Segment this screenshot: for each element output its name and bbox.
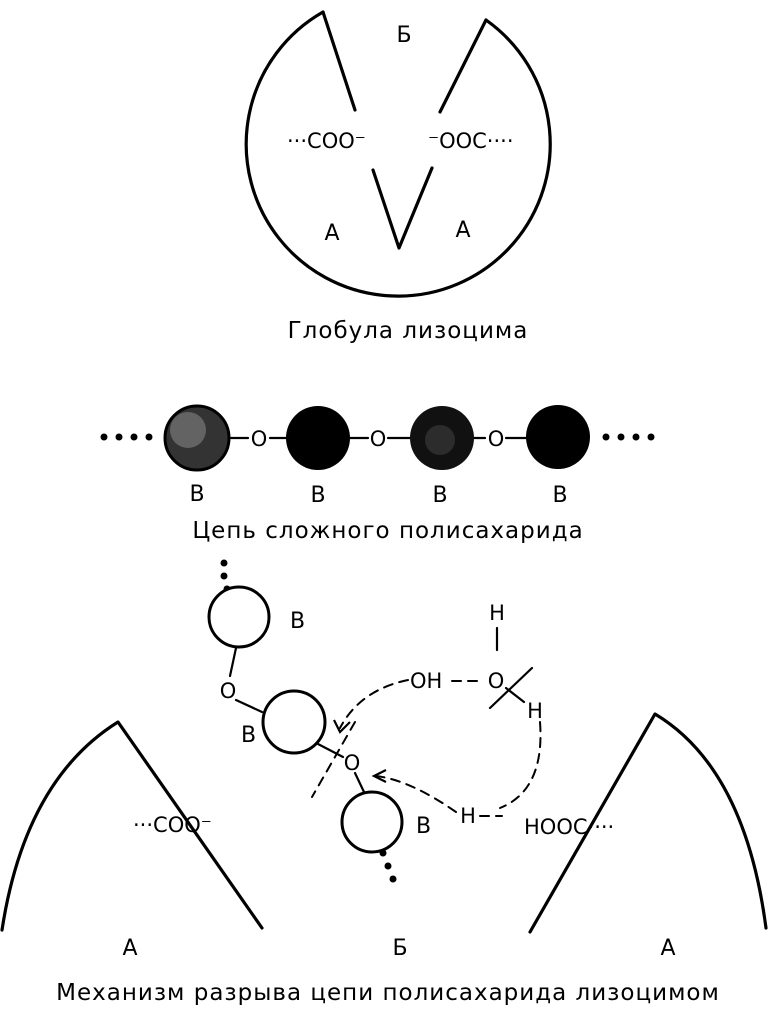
mech-label-right: А [660, 936, 675, 961]
mech-dots-bottom [379, 849, 397, 883]
water-oh: OH [410, 669, 442, 693]
chain-unit-1-texture [170, 412, 206, 448]
chain-link-oxygen: О [251, 427, 268, 451]
mech-sugar-bottom [340, 790, 404, 854]
mech-sugar-middle-label: В [241, 723, 256, 748]
water-h-top: H [489, 601, 505, 625]
globule-outline [244, 10, 552, 298]
globule-inner-v [371, 166, 434, 250]
water-cut [488, 666, 534, 710]
chain-unit-2 [286, 406, 350, 470]
chain-unit-label: В [189, 482, 204, 507]
globule-left-group: ···COO⁻ [287, 129, 366, 153]
globule-cleft-label: Б [396, 23, 411, 48]
mechanism-caption: Механизм разрыва цепи полисахарида лизоц… [56, 980, 720, 1006]
arrow-h-to-cooh [499, 721, 542, 809]
globule-side-label-right: А [455, 218, 470, 243]
mechanism-figure: В O В O В ···COO⁻ HOOC···· H OH O H H [0, 559, 768, 961]
enzyme-outline-left [0, 720, 264, 932]
chain-unit-label: В [552, 483, 567, 508]
chain-dots-left [100, 433, 153, 441]
arrowhead-oh [333, 719, 351, 734]
chain-caption: Цепь сложного полисахарида [192, 518, 583, 544]
mech-sugar-middle [261, 689, 327, 755]
mech-oxygen-2: O [344, 751, 361, 775]
arrow-proton-to-oxygen [375, 775, 457, 813]
mech-bond [234, 698, 264, 714]
mech-bond [353, 771, 366, 794]
globule-cleft-left [321, 10, 357, 112]
mech-label-center: Б [392, 936, 407, 961]
chain-unit-4 [526, 405, 590, 469]
mech-oxygen-1: O [220, 679, 237, 703]
chain-link-oxygen: О [488, 427, 505, 451]
globule-right-group: ⁻OOC···· [428, 129, 514, 153]
chain-unit-3-texture [425, 425, 455, 455]
mech-sugar-bottom-label: В [416, 814, 431, 839]
mech-bond [316, 742, 345, 759]
chain-unit-label: В [310, 483, 325, 508]
globule-cleft-right [438, 18, 488, 114]
arrowhead-proton [371, 769, 387, 783]
globule-side-label-left: А [324, 221, 339, 246]
mech-label-left: А [122, 936, 137, 961]
water-o: O [488, 669, 505, 693]
mech-sugar-top [207, 585, 271, 649]
water-h-right: H [527, 699, 543, 723]
polysaccharide-chain: О О О В В В В [100, 404, 655, 508]
cleavage-mark [311, 721, 356, 798]
proton-h: H [460, 804, 476, 828]
globule-figure: Б ···COO⁻ ⁻OOC···· А А [244, 10, 552, 298]
chain-unit-label: В [432, 483, 447, 508]
chain-dots-right [602, 433, 655, 441]
mech-right-group: HOOC···· [524, 815, 614, 839]
enzyme-outline-right [528, 712, 768, 934]
arrow-oh-to-carbon [339, 679, 409, 729]
chain-link-oxygen: О [370, 427, 387, 451]
globule-caption: Глобула лизоцима [288, 318, 529, 344]
mech-bond [228, 646, 238, 678]
mech-left-group: ···COO⁻ [133, 813, 212, 837]
mech-sugar-top-label: В [290, 609, 305, 634]
